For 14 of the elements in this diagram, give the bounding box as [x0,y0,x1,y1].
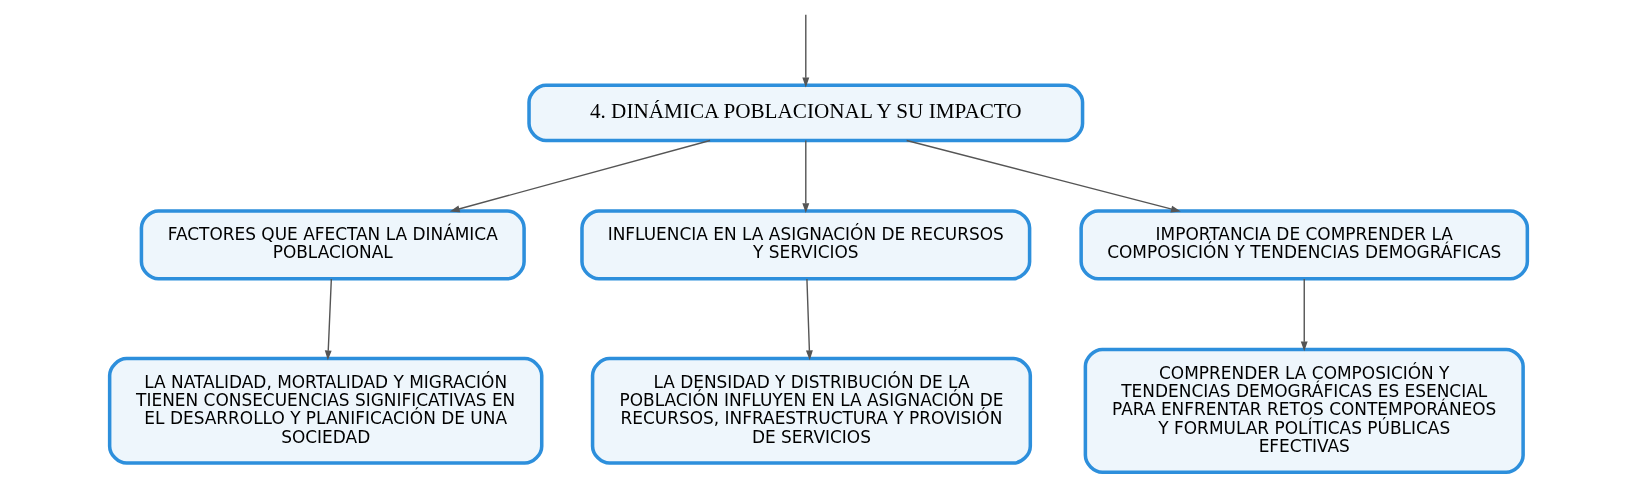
arrow [805,278,813,361]
node-box: 4. DINÁMICA POBLACIONAL Y SU IMPACTO [526,83,1084,143]
arrow [324,278,332,361]
node-box: COMPRENDER LA COMPOSICIÓN Y TENDENCIAS DEMOGRÁFICAS ES ESENCIAL PARA ENFRENTAR RETOS CONTEMPORÁNEOS Y FORMULAR POLÍTICAS PÚBLICAS EFECTIVAS [1083,347,1525,475]
arrow [905,139,1181,213]
arrow [1300,278,1308,352]
node-box: LA NATALIDAD, MORTALIDAD Y MIGRACIÓN TIENEN CONSECUENCIAS SIGNIFICATIVAS EN EL DESARROLLO Y PLANIFICACIÓN DE UNA SOCIEDAD [107,356,543,465]
node-box: FACTORES QUE AFECTAN LA DINÁMICA POBLACIONAL [139,209,526,281]
node-box: INFLUENCIA EN LA ASIGNACIÓN DE RECURSOS Y SERVICIOS [579,209,1031,281]
arrow [449,139,711,213]
node-box: LA DENSIDAD Y DISTRIBUCIÓN DE LA POBLACIÓN INFLUYEN EN LA ASIGNACIÓN DE RECURSOS, INFRAESTRUCTURA Y PROVISIÓN DE SERVICIOS [590,356,1032,465]
arrow [801,14,809,88]
node-box: IMPORTANCIA DE COMPRENDER LA COMPOSICIÓN Y TENDENCIAS DEMOGRÁFICAS [1078,209,1529,281]
arrow [801,139,809,214]
